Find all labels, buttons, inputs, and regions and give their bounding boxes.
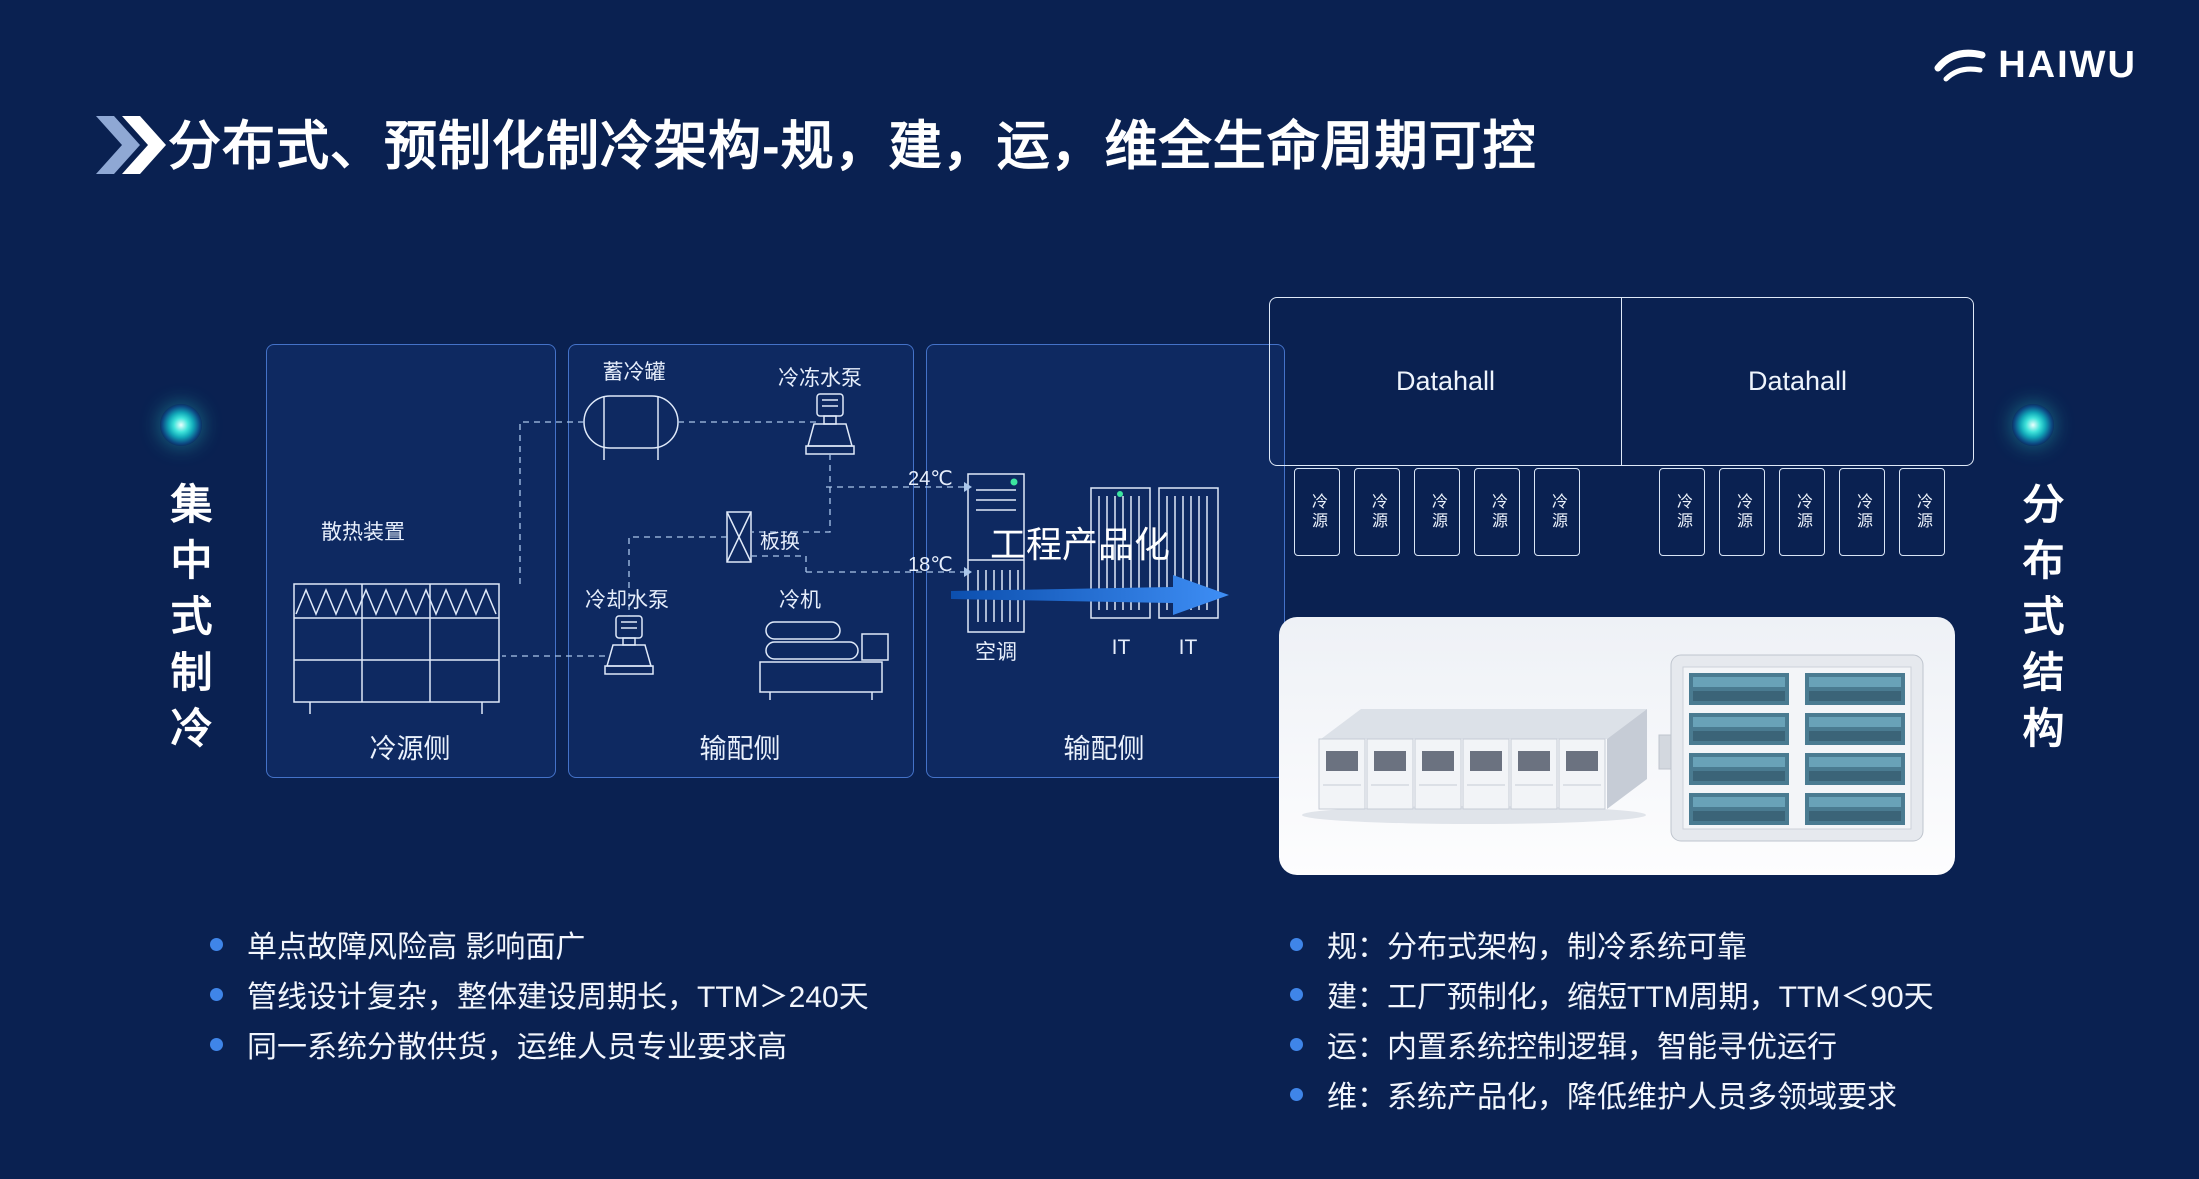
- product-renders: [1302, 654, 1924, 842]
- cold-source-label: 冷源: [1674, 493, 1691, 531]
- cold-source-label: 冷源: [1369, 493, 1386, 531]
- bullet-dot: [1290, 937, 1303, 951]
- bullet-dot: [210, 937, 223, 951]
- bullet-text: 同一系统分散供货，运维人员专业要求高: [247, 1031, 787, 1064]
- centralized-drawbacks-list: 单点故障风险高 影响面广 管线设计复杂，整体建设周期长，TTM＞240天 同一系…: [210, 919, 869, 1069]
- cold-source-label: 冷源: [1309, 493, 1326, 531]
- panel-distribution-side-2: [926, 344, 1285, 778]
- glow-dot-left: [160, 404, 202, 446]
- brand-logo: HAIWU: [1934, 44, 2137, 87]
- bullet-text: 建：工厂预制化，缩短TTM周期，TTM＜90天: [1327, 981, 1934, 1014]
- brand-text: HAIWU: [1998, 44, 2137, 86]
- list-item: 运：内置系统控制逻辑，智能寻优运行: [1290, 1019, 1934, 1069]
- panel1-caption: 冷源侧: [369, 734, 451, 764]
- page-title: 分布式、预制化制冷架构-规，建，运，维全生命周期可控: [168, 117, 1537, 176]
- bullet-dot: [210, 1037, 223, 1051]
- glow-dot-right: [2012, 404, 2054, 446]
- storage-tank-drawing: [583, 395, 679, 460]
- cold-source-box: 冷源: [1659, 468, 1705, 556]
- cooling-pump-label: 冷却水泵: [585, 589, 669, 612]
- right-arrow-icon: [951, 575, 1229, 615]
- flow-arrowhead: [964, 482, 972, 492]
- centralized-cooling-diagram: 散热装置 蓄冷罐 冷冻水泵 板换 冷却水泵 冷机 24℃ 18℃ 空调 IT I…: [266, 344, 1285, 778]
- list-item: 管线设计复杂，整体建设周期长，TTM＞240天: [210, 969, 869, 1019]
- wave-icon: [1934, 49, 1986, 81]
- it-cabinet-left-drawing: [1090, 487, 1151, 619]
- cold-source-label: 冷源: [1914, 493, 1931, 531]
- cabinet-status-led: [1117, 491, 1123, 497]
- cooling-water-pump-drawing: [604, 615, 654, 675]
- tank-label: 蓄冷罐: [602, 361, 666, 384]
- bullet-text: 运：内置系统控制逻辑，智能寻优运行: [1327, 1031, 1837, 1064]
- it-right-label: IT: [1178, 636, 1198, 659]
- bullet-dot: [1290, 1037, 1303, 1051]
- datahall-container: Datahall Datahall: [1269, 297, 1974, 466]
- heat-sink-label: 散热装置: [321, 521, 405, 544]
- transformation-label: 工程产品化: [989, 524, 1170, 565]
- cold-source-box: 冷源: [1474, 468, 1520, 556]
- plate-hx-label: 板换: [760, 531, 800, 553]
- cold-source-box: 冷源: [1839, 468, 1885, 556]
- cold-source-box: 冷源: [1534, 468, 1580, 556]
- container-module-render: [1658, 654, 1924, 842]
- bullet-text: 规：分布式架构，制冷系统可靠: [1327, 931, 1747, 964]
- it-cabinet-right-drawing: [1158, 487, 1219, 619]
- cold-source-group-left: 冷源 冷源 冷源 冷源 冷源: [1294, 468, 1580, 556]
- heat-rejection-drawing: [293, 583, 500, 714]
- bullet-dot: [1290, 1087, 1303, 1101]
- it-left-label: IT: [1111, 636, 1131, 659]
- datahall-left-label: Datahall: [1395, 366, 1496, 396]
- bullet-dot: [1290, 987, 1303, 1001]
- panel3-caption: 输配侧: [1063, 734, 1145, 764]
- left-side-label: 集中式制冷: [165, 482, 212, 762]
- bullet-dot: [210, 987, 223, 1001]
- panel-cold-source-side: [266, 344, 556, 778]
- cold-source-label: 冷源: [1429, 493, 1446, 531]
- bullet-text: 维：系统产品化，降低维护人员多领域要求: [1327, 1081, 1897, 1114]
- cold-source-label: 冷源: [1734, 493, 1751, 531]
- list-item: 规：分布式架构，制冷系统可靠: [1290, 919, 1934, 969]
- list-item: 同一系统分散供货，运维人员专业要求高: [210, 1019, 869, 1069]
- right-side-label: 分布式结构: [2017, 482, 2064, 762]
- cold-source-box: 冷源: [1719, 468, 1765, 556]
- cold-source-box: 冷源: [1899, 468, 1945, 556]
- supply-temp-label: 24℃: [908, 468, 953, 490]
- list-item: 建：工厂预制化，缩短TTM周期，TTM＜90天: [1290, 969, 1934, 1019]
- chiller-drawing: [759, 621, 889, 700]
- cold-source-box: 冷源: [1294, 468, 1340, 556]
- piping-dashed-lines: [502, 421, 964, 657]
- chiller-label: 冷机: [779, 589, 821, 612]
- datahall-left-cell: Datahall: [1270, 298, 1622, 465]
- cold-source-box: 冷源: [1779, 468, 1825, 556]
- bullet-text: 单点故障风险高 影响面广: [247, 931, 586, 964]
- panel-distribution-side-1: [568, 344, 914, 778]
- list-item: 单点故障风险高 影响面广: [210, 919, 869, 969]
- chilled-water-pump-drawing: [805, 393, 855, 455]
- cold-source-label: 冷源: [1854, 493, 1871, 531]
- crac-label: 空调: [975, 641, 1017, 664]
- datahall-right-cell: Datahall: [1622, 298, 1973, 465]
- flow-arrowhead: [964, 567, 972, 577]
- cold-source-box: 冷源: [1414, 468, 1460, 556]
- cold-source-label: 冷源: [1489, 493, 1506, 531]
- product-render-panel: [1279, 617, 1955, 875]
- datahall-right-label: Datahall: [1747, 366, 1848, 396]
- chilled-pump-label: 冷冻水泵: [778, 367, 862, 390]
- bullet-text: 管线设计复杂，整体建设周期长，TTM＞240天: [247, 981, 869, 1014]
- crac-status-led: [1010, 478, 1018, 486]
- plate-hx-drawing: [726, 511, 752, 563]
- distributed-benefits-list: 规：分布式架构，制冷系统可靠 建：工厂预制化，缩短TTM周期，TTM＜90天 运…: [1290, 919, 1934, 1119]
- return-temp-label: 18℃: [908, 554, 953, 576]
- chevron-right-icon: [96, 116, 166, 174]
- cold-source-label: 冷源: [1794, 493, 1811, 531]
- cold-source-group-right: 冷源 冷源 冷源 冷源 冷源: [1659, 468, 1945, 556]
- prefab-chiller-row-render: [1302, 709, 1647, 824]
- list-item: 维：系统产品化，降低维护人员多领域要求: [1290, 1069, 1934, 1119]
- cold-source-box: 冷源: [1354, 468, 1400, 556]
- panel2-caption: 输配侧: [699, 734, 781, 764]
- cold-source-label: 冷源: [1549, 493, 1566, 531]
